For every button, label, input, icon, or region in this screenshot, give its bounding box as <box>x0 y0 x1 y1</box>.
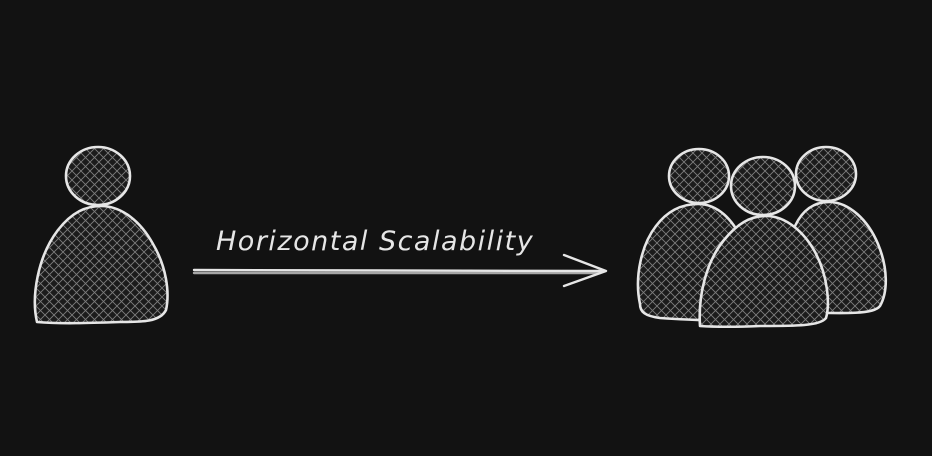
single-person-icon <box>33 145 169 325</box>
single-person-body <box>33 204 169 325</box>
arrow-head <box>562 253 608 288</box>
horizontal-scalability-label: Horizontal Scalability <box>216 226 535 257</box>
single-person-head <box>64 145 132 207</box>
arrow-shaft <box>192 268 606 273</box>
group-person-center-body <box>698 214 830 329</box>
horizontal-scalability-arrow <box>192 253 608 288</box>
people-group-icon <box>636 145 888 329</box>
group-person-right-head <box>794 145 858 203</box>
group-person-left-head <box>667 147 731 205</box>
group-person-center-head <box>729 155 797 217</box>
